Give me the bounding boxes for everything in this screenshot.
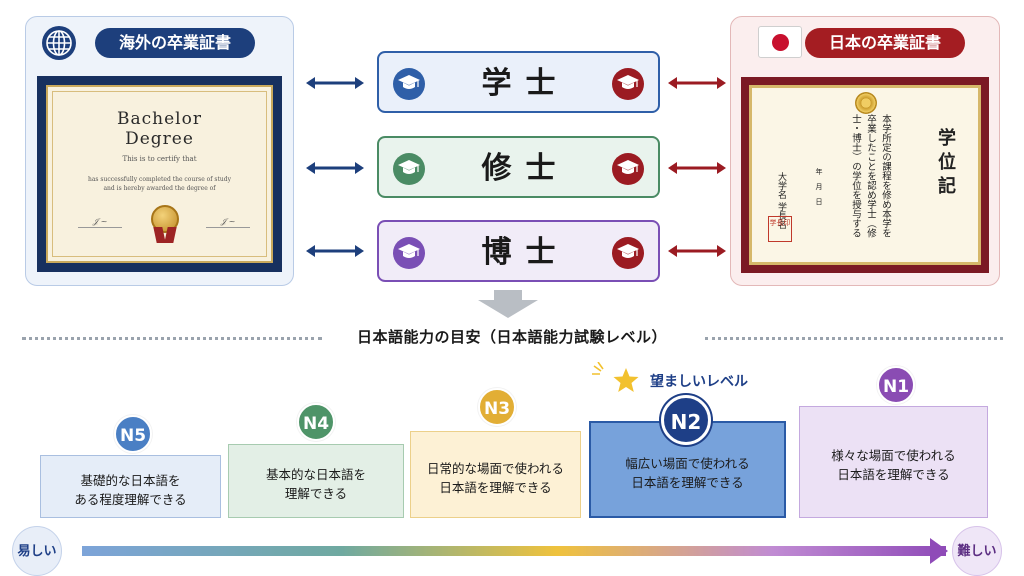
certificate-signatures: 大学名 学長名 — [774, 172, 788, 229]
certificate-line: and is hereby awarded the degree of — [103, 185, 216, 192]
badge-n5: N5 — [114, 415, 152, 453]
level-box-n5: 基礎的な日本語をある程度理解できる — [40, 455, 221, 518]
degree-doctor: 博士 — [377, 220, 660, 282]
certificate-body: 本学所定の課程を修め本学を卒業したことを認め学士（修士・博士）の学位を授与する — [850, 114, 891, 238]
badge-n2: N2 — [661, 395, 711, 445]
president-name: 学長名 — [776, 201, 786, 229]
degree-label: 修士 — [481, 151, 570, 186]
certificate-title-line1: Bachelor — [117, 109, 202, 129]
degree-label: 学士 — [481, 66, 570, 101]
graduation-cap-icon — [612, 153, 644, 185]
level-description: 日常的な場面で使われる — [427, 460, 564, 476]
western-certificate: Bachelor Degree This is to certify that … — [37, 76, 282, 272]
double-arrow-icon — [306, 245, 364, 257]
badge-n4: N4 — [297, 403, 335, 441]
dotted-divider — [705, 337, 1003, 340]
degree-label: 博士 — [481, 235, 570, 270]
level-box-n1: 様々な場面で使われる日本語を理解できる — [799, 406, 988, 518]
level-description: 日本語を理解できる — [439, 479, 552, 495]
certificate-title: Bachelor Degree — [48, 109, 271, 149]
double-arrow-icon — [668, 77, 726, 89]
university-name: 大学名 — [776, 172, 786, 199]
arrow-head-icon — [930, 538, 948, 564]
graduation-cap-icon — [612, 237, 644, 269]
easy-label: 易しい — [12, 526, 62, 576]
difficulty-gradient-bar — [82, 546, 946, 556]
level-description: 理解できる — [284, 486, 348, 501]
dotted-divider — [22, 337, 322, 340]
japanese-certificate: 学位記 本学所定の課程を修め本学を卒業したことを認め学士（修士・博士）の学位を授… — [741, 77, 989, 273]
level-box-n4: 基本的な日本語を理解できる — [228, 444, 404, 518]
ribbon-icon — [164, 227, 177, 243]
double-arrow-icon — [306, 162, 364, 174]
level-description: 基礎的な日本語を — [80, 472, 181, 488]
double-arrow-icon — [306, 77, 364, 89]
level-description: 幅広い場面で使われる — [625, 455, 750, 471]
globe-icon — [42, 26, 76, 60]
graduation-cap-icon — [393, 153, 425, 185]
japan-flag-icon — [758, 26, 802, 58]
japanese-diploma-label: 日本の卒業証書 — [805, 28, 965, 58]
level-description: 基本的な日本語を — [265, 467, 366, 482]
double-arrow-icon — [668, 245, 726, 257]
level-box-n3: 日常的な場面で使われる日本語を理解できる — [410, 431, 581, 518]
star-icon — [613, 368, 639, 392]
level-description: 日本語を理解できる — [631, 474, 744, 490]
level-description: 様々な場面で使われる — [831, 448, 956, 463]
graduation-cap-icon — [393, 237, 425, 269]
certificate-body: has successfully completed the course of… — [48, 175, 271, 193]
chrysanthemum-crest-icon — [855, 92, 877, 114]
recommended-level-label: 望ましいレベル — [650, 374, 748, 390]
sparkle-lines-icon — [592, 362, 604, 375]
certificate-date: 年月日 — [815, 168, 823, 213]
graduation-cap-icon — [612, 68, 644, 100]
degree-master: 修士 — [377, 136, 660, 198]
hard-label: 難しい — [952, 526, 1002, 576]
hanko-stamp: 学長印 — [768, 216, 792, 242]
signature-left: 𝒥 ~ — [78, 217, 122, 228]
badge-n3: N3 — [478, 388, 516, 426]
down-arrow-icon — [478, 290, 538, 318]
graduation-cap-icon — [393, 68, 425, 100]
section-title: 日本語能力の目安（日本語能力試験レベル） — [356, 328, 667, 346]
degree-bachelor: 学士 — [377, 51, 660, 113]
double-arrow-icon — [668, 162, 726, 174]
badge-n1: N1 — [877, 366, 915, 404]
level-description: 日本語を理解できる — [837, 467, 950, 482]
level-description: ある程度理解できる — [74, 491, 187, 507]
certificate-title: 学位記 — [935, 128, 956, 200]
signature-right: 𝒥 ~ — [206, 217, 250, 228]
certificate-title-line2: Degree — [125, 129, 194, 149]
certificate-line: This is to certify that — [122, 155, 197, 163]
foreign-diploma-label: 海外の卒業証書 — [95, 28, 255, 58]
certificate-line: has successfully completed the course of… — [87, 176, 231, 183]
